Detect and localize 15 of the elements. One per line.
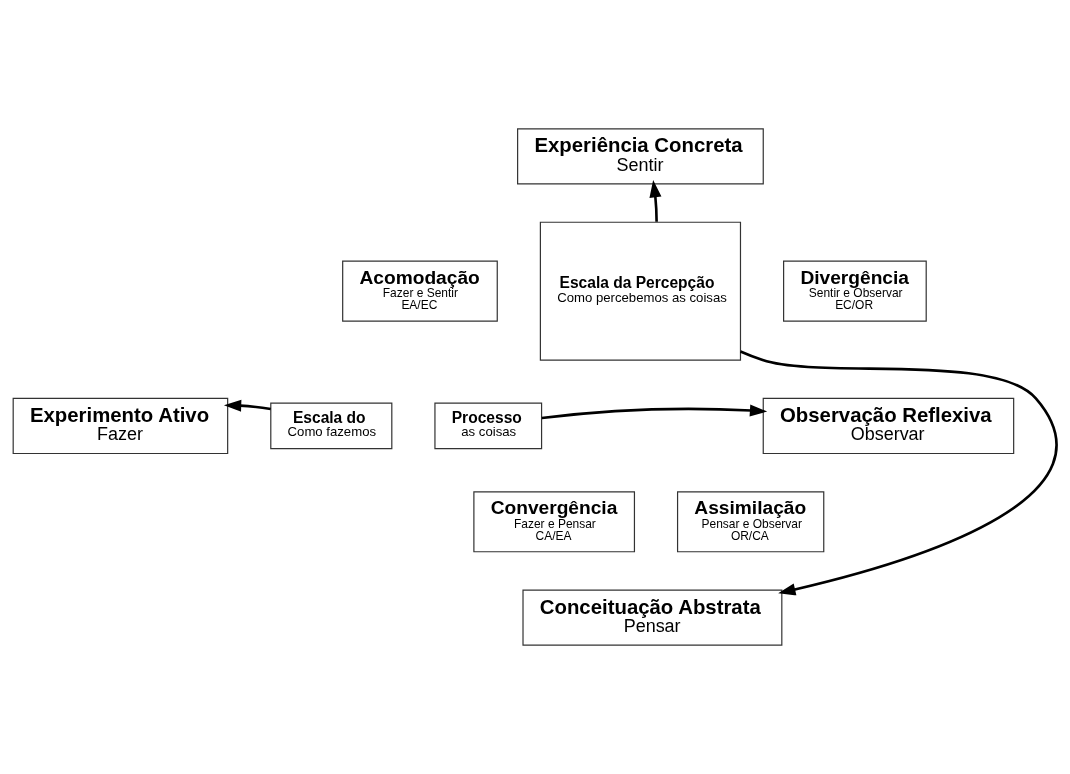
node-box: Processo as coisas bbox=[434, 402, 543, 450]
arrow bbox=[739, 350, 1058, 596]
node-box: Escala da Percepção Como percebemos as coisas bbox=[539, 221, 742, 361]
node-box: Acomodação Fazer e Sentir EA/EC bbox=[342, 260, 498, 322]
node-box: Escala do Como fazemos bbox=[270, 402, 393, 450]
arrow bbox=[541, 404, 768, 420]
node-box: Observação Reflexiva Observar bbox=[762, 397, 1015, 455]
arrow bbox=[223, 399, 271, 412]
node-box: Assimilação Pensar e Observar OR/CA bbox=[677, 491, 825, 553]
node-box: Divergência Sentir e Observar EC/OR bbox=[783, 260, 927, 322]
node-box: Convergência Fazer e Pensar CA/EA bbox=[473, 491, 636, 553]
arrow bbox=[649, 180, 662, 222]
node-box: Conceituação Abstrata Pensar bbox=[522, 589, 783, 646]
node-box: Experimento Ativo Fazer bbox=[12, 397, 229, 455]
node-box: Experiência Concreta Sentir bbox=[517, 128, 764, 185]
